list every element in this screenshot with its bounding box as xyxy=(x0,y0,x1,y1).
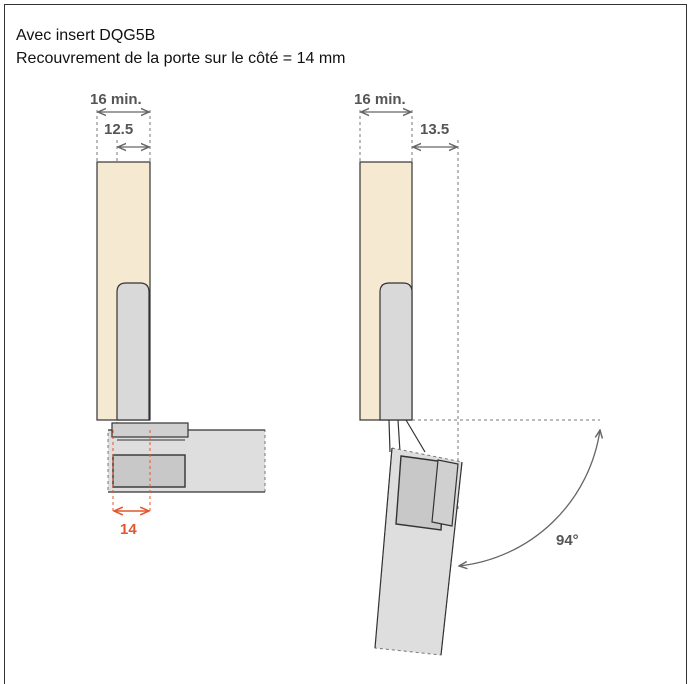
caption-overlay: Recouvrement de la porte sur le côté = 1… xyxy=(16,50,346,67)
right-angle-arc xyxy=(459,430,600,566)
right-hinge-plate xyxy=(431,459,459,527)
left-overlay-label: 14 xyxy=(120,521,137,538)
right-door-edge-a xyxy=(374,447,393,649)
caption-insert: Avec insert DQG5B xyxy=(16,27,156,44)
left-hinge-arm xyxy=(116,282,150,421)
right-hinge-arm xyxy=(379,282,413,421)
right-hinge-links xyxy=(388,419,426,453)
right-dim-offset-label: 13.5 xyxy=(420,121,449,138)
diagram-frame xyxy=(4,4,687,684)
left-dim-min-label: 16 min. xyxy=(90,91,142,108)
right-angle-label: 94° xyxy=(556,532,579,549)
left-dim-inner-label: 12.5 xyxy=(104,121,133,138)
left-view: 16 min. 12.5 14 xyxy=(90,91,266,538)
left-hinge-cup xyxy=(112,454,186,488)
right-dim-min-label: 16 min. xyxy=(354,91,406,108)
right-view: 16 min. 13.5 94° xyxy=(354,91,600,656)
